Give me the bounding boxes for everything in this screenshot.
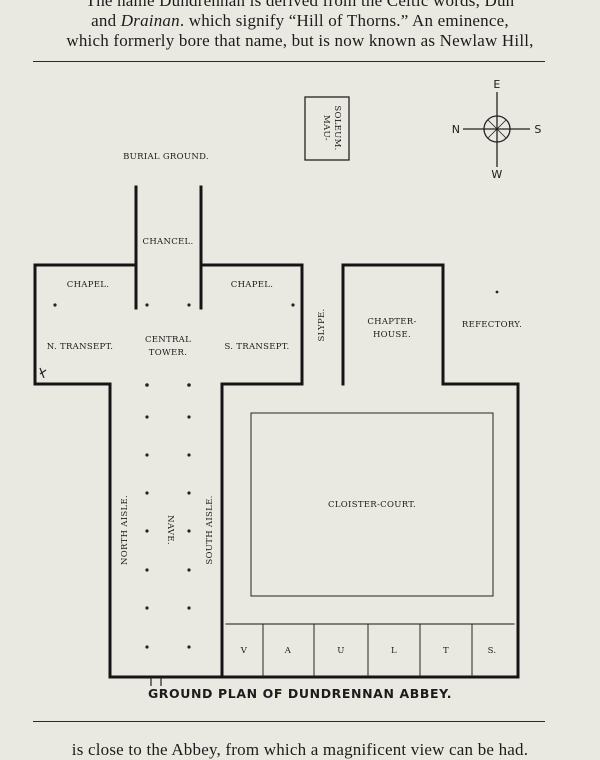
body-text-line: which formerly bore that name, but is no… bbox=[66, 31, 534, 50]
cloister-court-label: CLOISTER-COURT. bbox=[328, 500, 416, 510]
chapter-house-label-1: CHAPTER- bbox=[367, 317, 416, 327]
pier-dots bbox=[53, 290, 499, 649]
abbey-walls bbox=[33, 185, 520, 679]
compass-east: E bbox=[493, 78, 500, 91]
text-fragment: . which signify “Hill of Thorns.” An emi… bbox=[179, 11, 509, 30]
body-text-line: and Drainan. which signify “Hill of Thor… bbox=[0, 11, 600, 31]
nave-label: NAVE. bbox=[165, 515, 175, 545]
compass-south: S bbox=[534, 123, 541, 136]
mausoleum-label-2: SOLEUM. bbox=[332, 105, 342, 150]
cloister-court-outline bbox=[250, 412, 494, 597]
refectory-label: REFECTORY. bbox=[462, 320, 522, 330]
vaults-letter: L bbox=[391, 646, 397, 656]
bottom-rule bbox=[33, 721, 545, 722]
chapter-house-label-2: HOUSE. bbox=[373, 330, 411, 340]
mausoleum-label-1: MAU- bbox=[321, 115, 331, 141]
slype-label: SLYPE. bbox=[317, 309, 327, 342]
figure-caption: GROUND PLAN OF DUNDRENNAN ABBEY. bbox=[147, 686, 453, 701]
south-aisle-label: SOUTH AISLE. bbox=[205, 495, 215, 564]
compass-icon bbox=[463, 92, 530, 167]
vaults-letter: V bbox=[240, 646, 248, 656]
mausoleum-outline bbox=[304, 96, 350, 161]
compass-north: N bbox=[452, 123, 461, 136]
vault-dividers bbox=[262, 624, 473, 677]
burial-ground-label: BURIAL GROUND. bbox=[123, 152, 209, 162]
central-tower-label-1: CENTRAL bbox=[145, 335, 191, 345]
body-text-line: is close to the Abbey, from which a magn… bbox=[71, 740, 529, 759]
west-door bbox=[150, 677, 162, 686]
vaults-letter: T bbox=[443, 646, 449, 656]
italic-word: Drainan bbox=[120, 11, 180, 30]
n-transept-label: N. TRANSEPT. bbox=[47, 342, 113, 352]
north-aisle-label: NORTH AISLE. bbox=[120, 495, 130, 565]
vaults-letter: S. bbox=[488, 646, 497, 656]
chancel-label: CHANCEL. bbox=[143, 237, 194, 247]
north-chapel-label: CHAPEL. bbox=[67, 280, 109, 290]
vaults-letter: A bbox=[284, 646, 292, 656]
text-fragment: and bbox=[91, 11, 121, 30]
south-chapel-label: CHAPEL. bbox=[231, 280, 273, 290]
s-transept-label: S. TRANSEPT. bbox=[224, 342, 289, 352]
door-mark bbox=[39, 367, 47, 379]
body-text-line: The name Dundrennan is derived from the … bbox=[85, 0, 515, 10]
central-tower-label-2: TOWER. bbox=[149, 348, 187, 358]
vaults-letter: U bbox=[337, 646, 344, 656]
top-rule bbox=[33, 61, 545, 62]
compass-west: W bbox=[491, 168, 502, 181]
